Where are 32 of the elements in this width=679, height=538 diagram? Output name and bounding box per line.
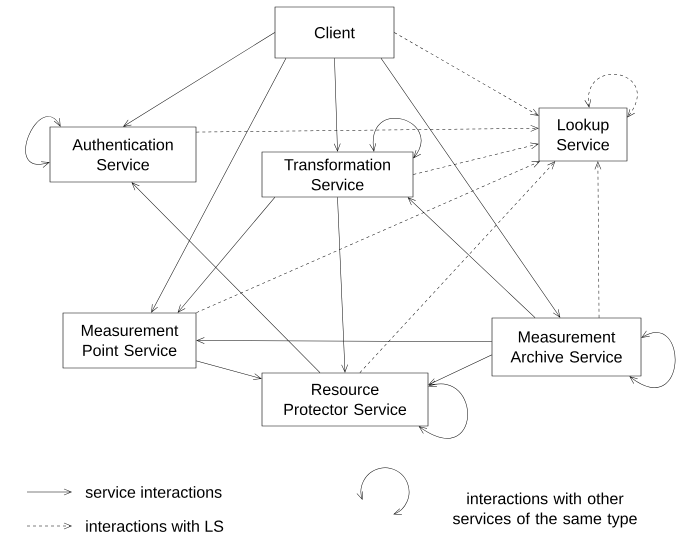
service-box: Transformation Service: [262, 152, 414, 198]
arrow: [196, 360, 262, 380]
service-box: Authentication Service: [50, 126, 196, 182]
loop-arrow: [25, 116, 60, 168]
legend-text: interactions with other services of the same type: [452, 492, 637, 528]
arrow: [196, 337, 492, 344]
arrow: [151, 58, 286, 312]
arrow: [178, 197, 276, 312]
loop-arrow: [630, 330, 676, 388]
arrow: [408, 198, 536, 318]
service-box: Measurement Point Service: [62, 312, 196, 368]
service-box: Lookup Service: [538, 108, 628, 162]
arrow: [196, 125, 538, 132]
legend-text: interactions with LS: [86, 520, 224, 532]
arrow: [360, 162, 556, 373]
service-box: Resource Protector Service: [262, 372, 428, 426]
arrow: [334, 58, 341, 152]
arrow: [394, 32, 538, 116]
legend-text: service interactions: [86, 486, 222, 498]
loop-arrow: [584, 74, 638, 118]
arrow: [337, 197, 348, 372]
arrow: [123, 32, 275, 127]
arrow: [413, 142, 538, 175]
arrow: [196, 161, 540, 313]
arrow: [594, 162, 602, 318]
loop-arrow: [369, 118, 422, 158]
service-box: Measurement Archive Service: [492, 318, 642, 376]
arrow: [380, 58, 560, 318]
arrow: [428, 354, 492, 385]
arrow: [132, 182, 320, 373]
loop-arrow: [418, 380, 468, 438]
service-box: Client: [274, 6, 394, 58]
